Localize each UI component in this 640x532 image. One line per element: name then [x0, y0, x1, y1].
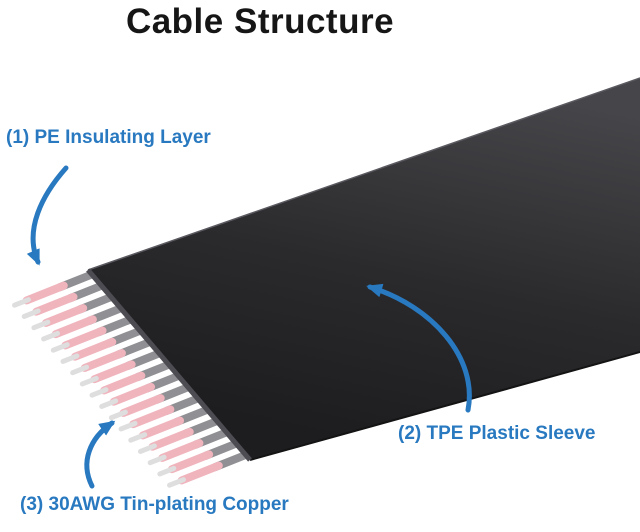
wire-segment — [89, 387, 109, 398]
wire-segment — [22, 281, 68, 305]
wire-segment — [158, 439, 204, 462]
wire-segment — [32, 292, 78, 316]
wire-segment — [99, 398, 119, 409]
label-tin-plating-copper: (3) 30AWG Tin-plating Copper — [20, 494, 289, 515]
wire-segment — [70, 364, 90, 376]
wire-segment — [118, 420, 138, 432]
arrow-pe-insulating-layer — [26, 165, 69, 266]
wire-segment — [167, 450, 214, 474]
wire-bundle — [12, 266, 261, 488]
wire-segment — [41, 304, 88, 327]
wire-segment — [109, 382, 156, 406]
cable-top-edge — [87, 77, 640, 271]
wire-segment — [157, 465, 177, 477]
page-title: Cable Structure — [125, 2, 395, 41]
wire-segment — [31, 319, 51, 331]
wire-segment — [80, 349, 126, 372]
wire-segment — [90, 360, 136, 384]
wire-segment — [71, 337, 117, 361]
wire-segment — [21, 308, 41, 319]
wire-segment — [147, 454, 167, 466]
wire-segment — [129, 405, 175, 429]
cable-bottom-edge — [249, 351, 640, 461]
wire-segment — [138, 416, 185, 440]
wire-segment — [128, 432, 148, 443]
wire-segment — [177, 461, 223, 485]
wire-segment — [108, 409, 128, 421]
cable-body — [88, 78, 640, 460]
wire-segment — [100, 371, 146, 395]
wire-segment — [12, 297, 31, 308]
label-tpe-plastic-sleeve: (2) TPE Plastic Sleeve — [398, 423, 596, 444]
wire-segment — [148, 427, 194, 451]
wire-segment — [119, 394, 165, 417]
wire-segment — [79, 375, 99, 387]
wire-segment — [61, 326, 107, 350]
wire-segment — [137, 443, 157, 454]
wire-segment — [41, 330, 61, 342]
wire-segment — [167, 477, 186, 488]
arrow-tin-plating-copper — [84, 420, 116, 489]
cable-cut-edge — [86, 268, 252, 462]
arrow-tpe-plastic-sleeve — [366, 283, 472, 413]
label-pe-insulating-layer: (1) PE Insulating Layer — [6, 127, 211, 148]
wire-segment — [60, 353, 80, 364]
wire-segment — [51, 315, 97, 339]
wire-segment — [50, 342, 70, 353]
